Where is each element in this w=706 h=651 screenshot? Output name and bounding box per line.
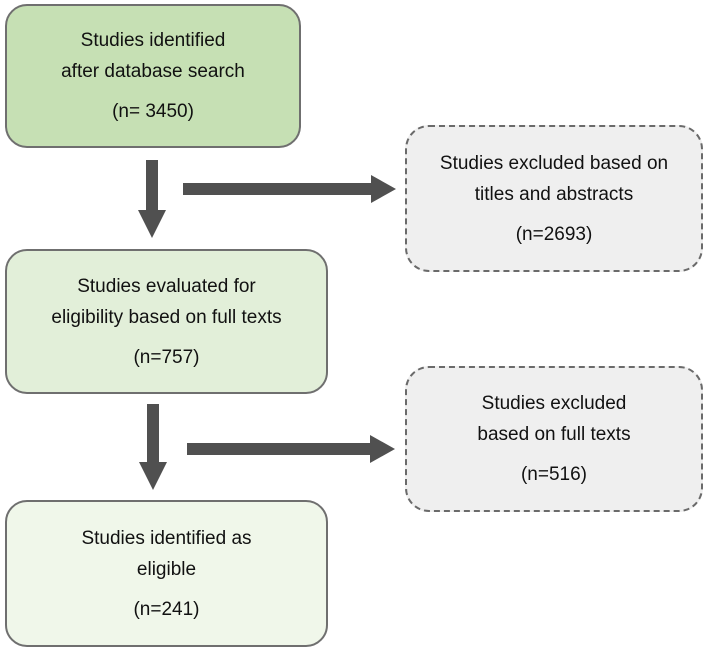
evaluated-count: (n=757) — [133, 346, 200, 368]
identified-count: (n= 3450) — [112, 101, 194, 122]
excluded-titles-line2: titles and abstracts — [474, 183, 634, 205]
excluded-fulltext-line2: based on full texts — [477, 424, 631, 445]
right-arrow-2 — [187, 435, 395, 463]
evaluated-box: Studies evaluated for eligibility based … — [5, 249, 328, 394]
eligible-line1: Studies identified as — [81, 527, 252, 549]
identified-box: Studies identified after database search… — [5, 4, 301, 148]
eligible-count: (n=241) — [133, 598, 200, 620]
identified-line1: Studies identified — [80, 30, 226, 51]
evaluated-line2: eligibility based on full texts — [51, 306, 282, 328]
evaluated-line1: Studies evaluated for — [77, 275, 256, 297]
excluded-titles-line1: Studies excluded based on — [439, 152, 669, 174]
eligible-box: Studies identified as eligible (n=241) — [5, 500, 328, 647]
down-arrow-1 — [138, 160, 166, 238]
down-arrow-2 — [139, 404, 167, 490]
identified-line2: after database search — [61, 61, 245, 82]
eligible-line2: eligible — [136, 558, 197, 580]
excluded-titles-count: (n=2693) — [515, 223, 593, 245]
excluded-fulltext-count: (n=516) — [520, 464, 588, 485]
right-arrow-1 — [183, 175, 396, 203]
excluded-titles-abstracts-box: Studies excluded based on titles and abs… — [405, 125, 703, 272]
excluded-fulltext-line1: Studies excluded — [481, 393, 627, 414]
excluded-full-texts-box: Studies excluded based on full texts (n=… — [405, 366, 703, 512]
